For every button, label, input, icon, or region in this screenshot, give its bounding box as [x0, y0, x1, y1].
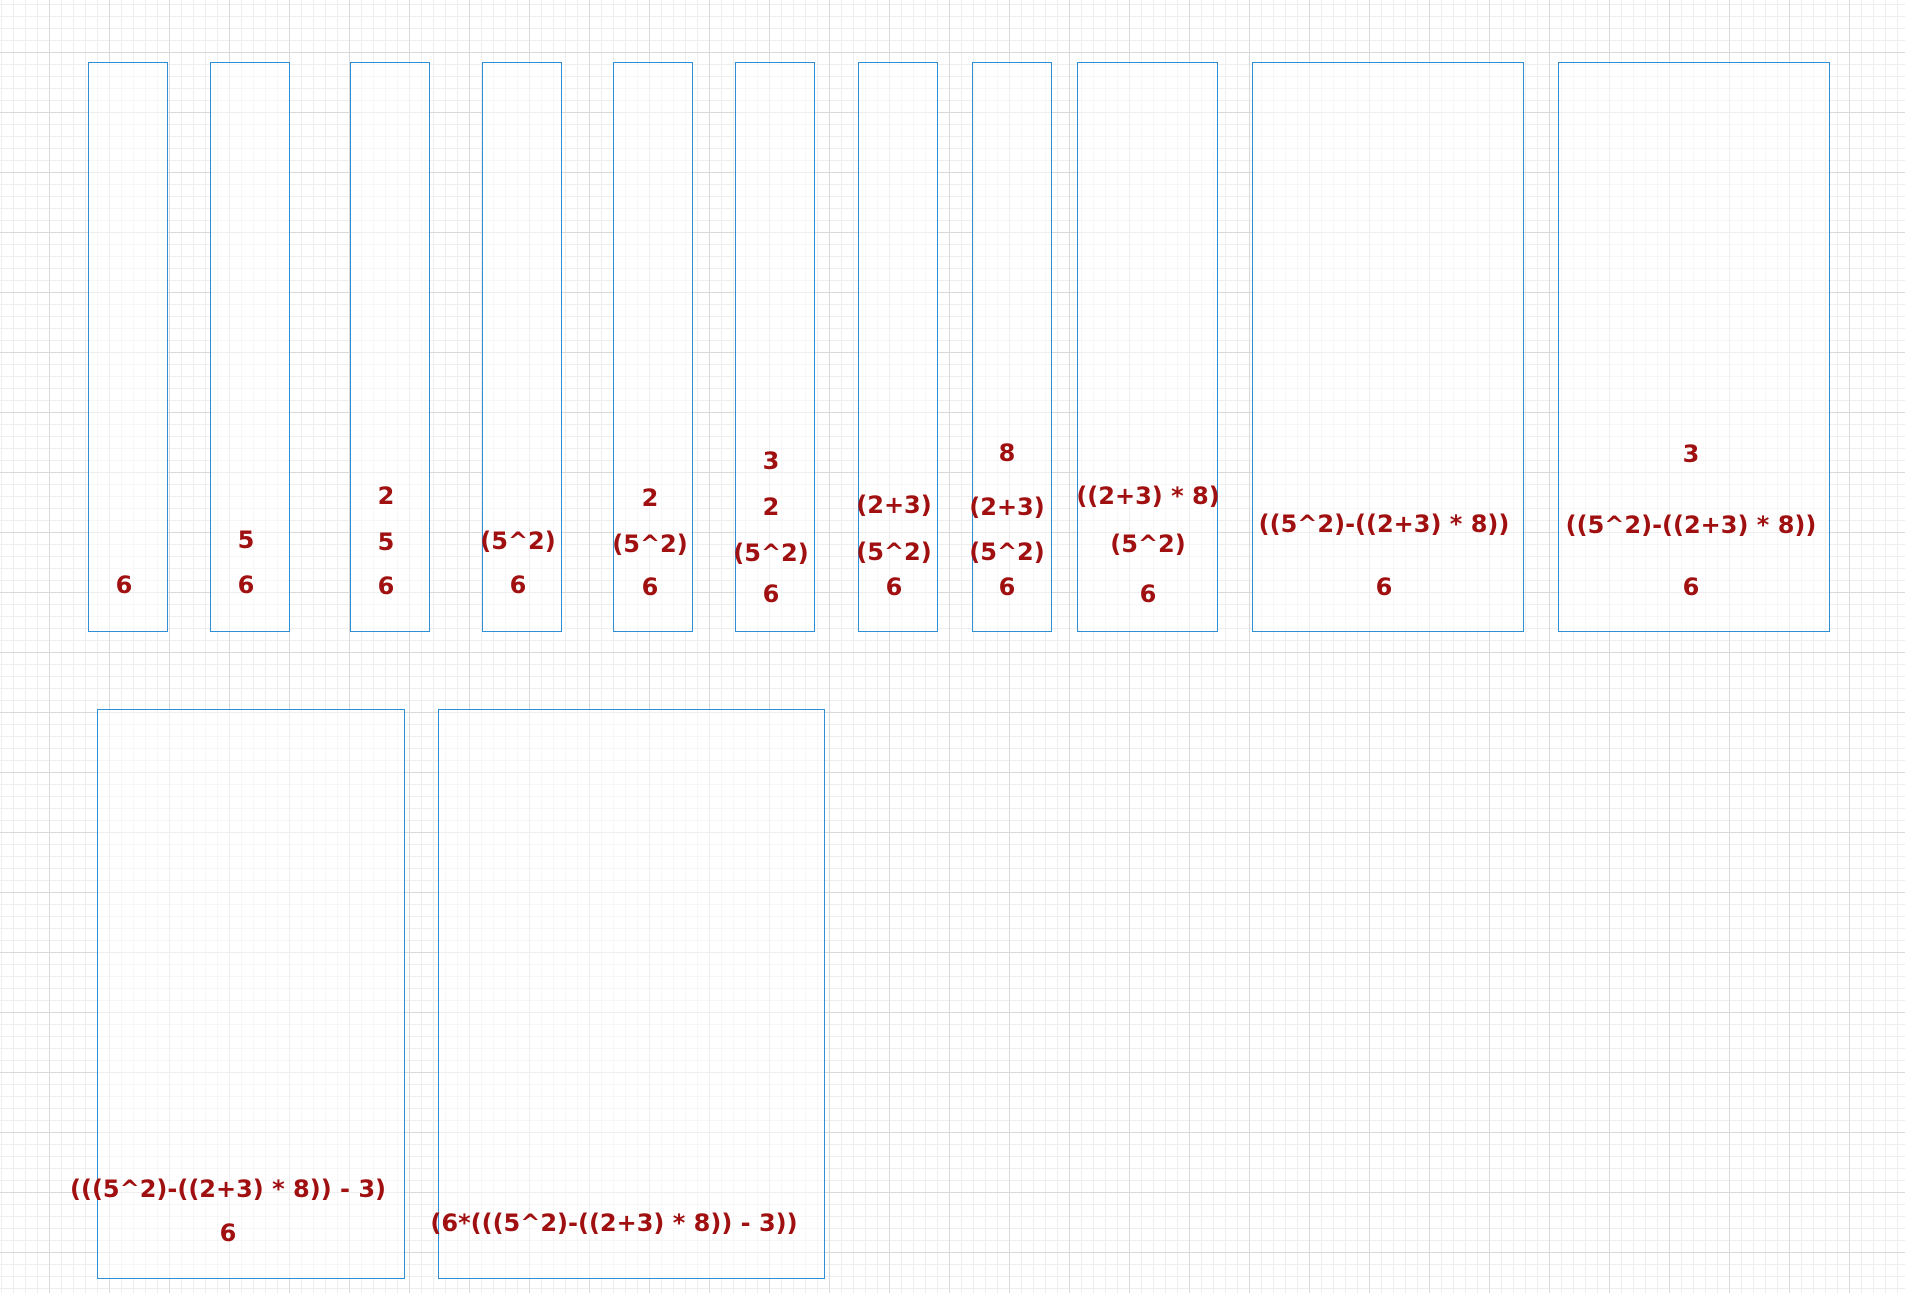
stack-box	[1558, 62, 1830, 632]
stack-item: 2	[641, 484, 659, 512]
stack-item: 6	[885, 573, 903, 601]
stack-item: (6*(((5^2)-((2+3) * 8)) - 3))	[430, 1209, 798, 1237]
stack-item: 6	[998, 573, 1016, 601]
stack-box	[438, 709, 825, 1279]
stack-item: ((5^2)-((2+3) * 8))	[1565, 511, 1817, 539]
stack-item: (2+3)	[856, 491, 932, 519]
stack-box	[97, 709, 405, 1279]
stack-item: (5^2)	[969, 538, 1045, 566]
stack-item: (((5^2)-((2+3) * 8)) - 3)	[70, 1175, 386, 1203]
stack-item: 6	[641, 573, 659, 601]
stack-item: (5^2)	[733, 539, 809, 567]
stack-item: 6	[762, 580, 780, 608]
stack-item: 5	[377, 528, 395, 556]
stack-item: 6	[1375, 573, 1393, 601]
stack-item: 6	[509, 571, 527, 599]
stack-box	[350, 62, 430, 632]
stack-box	[972, 62, 1052, 632]
stack-item: ((2+3) * 8)	[1076, 482, 1220, 510]
stack-item: 3	[762, 447, 780, 475]
stack-item: 6	[115, 571, 133, 599]
stack-item: 3	[1682, 440, 1700, 468]
stack-item: 6	[219, 1219, 237, 1247]
stack-box	[613, 62, 693, 632]
stack-box	[735, 62, 815, 632]
stack-item: 2	[377, 482, 395, 510]
stack-item: (2+3)	[969, 493, 1045, 521]
stack-item: ((5^2)-((2+3) * 8))	[1258, 510, 1510, 538]
stack-item: 6	[1139, 580, 1157, 608]
stack-item: 8	[998, 439, 1016, 467]
stack-item: (5^2)	[856, 538, 932, 566]
stack-box	[858, 62, 938, 632]
stack-box	[1252, 62, 1524, 632]
stack-item: 6	[377, 572, 395, 600]
stack-item: (5^2)	[612, 530, 688, 558]
stack-item: (5^2)	[1110, 530, 1186, 558]
stack-item: 6	[237, 571, 255, 599]
stack-item: 5	[237, 526, 255, 554]
stack-box	[1077, 62, 1218, 632]
stack-item: 6	[1682, 573, 1700, 601]
stack-item: (5^2)	[480, 527, 556, 555]
stack-box	[210, 62, 290, 632]
stack-item: 2	[762, 493, 780, 521]
stack-box	[88, 62, 168, 632]
stack-box	[482, 62, 562, 632]
